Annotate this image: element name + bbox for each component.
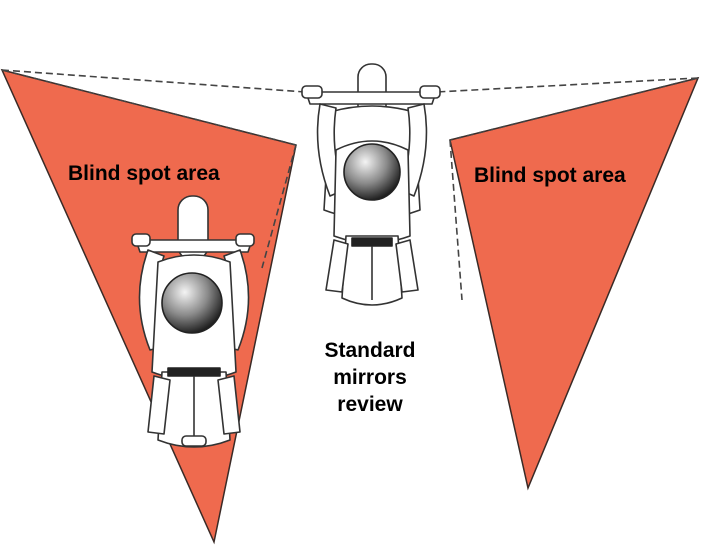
mirror-review-line-1: Standard: [324, 339, 416, 362]
rider-front-icon: [301, 63, 441, 306]
right-blind-spot-zone: [449, 76, 700, 491]
rider-blind-spot-icon: [131, 195, 255, 448]
right-blind-spot-label: Blind spot area: [474, 164, 626, 187]
mirror-view-lines: [1, 69, 699, 301]
mirror-review-label: Standard mirrors review: [300, 337, 440, 418]
mirror-review-line-2: mirrors: [333, 366, 407, 389]
mirror-review-line-3: review: [337, 393, 403, 416]
left-blind-spot-label: Blind spot area: [68, 162, 220, 185]
